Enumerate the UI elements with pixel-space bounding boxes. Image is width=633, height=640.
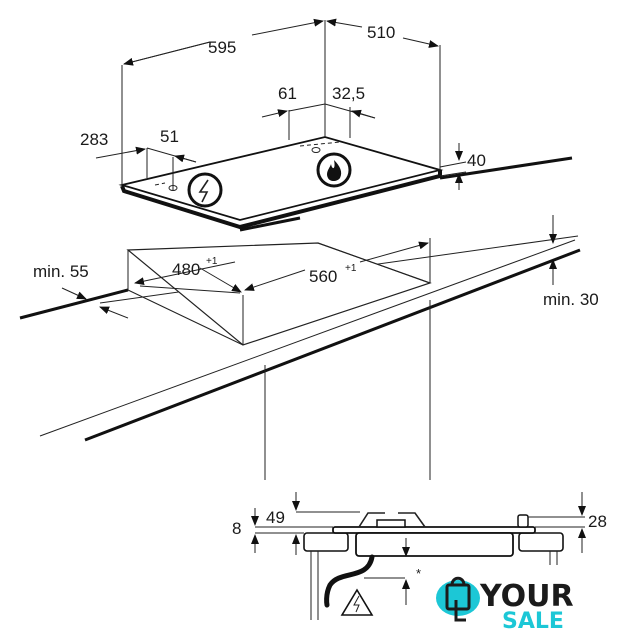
depth-label: 510 xyxy=(367,23,395,42)
pan-support-height-label: 49 xyxy=(266,508,285,527)
logo-sale: SALE xyxy=(502,609,564,634)
elec-offset-right-label: 51 xyxy=(160,127,179,146)
side-thickness-label: 8 xyxy=(232,519,241,538)
cutout-width-tol: +1 xyxy=(345,263,357,274)
width-label: 595 xyxy=(208,38,236,57)
clearance-note: * xyxy=(416,566,421,581)
electric-hazard-icon xyxy=(340,588,374,616)
hob-plate xyxy=(118,20,444,230)
gas-offset-left-label: 61 xyxy=(278,84,297,103)
cutout-width-label: 560 xyxy=(309,267,337,286)
gas-offset-right-label: 32,5 xyxy=(332,84,365,103)
yoursale-logo: YOUR SALE xyxy=(436,576,574,634)
elec-offset-left-label: 283 xyxy=(80,130,108,149)
hob-cross-section xyxy=(303,512,564,620)
hob-height-label: 40 xyxy=(467,151,486,170)
cutout-depth-label: 480 xyxy=(172,260,200,279)
logo-your: YOUR xyxy=(479,579,574,614)
electric-connection-icon xyxy=(187,172,223,208)
gas-flame-icon xyxy=(316,152,352,188)
worktop xyxy=(19,156,581,480)
min-back-label: min. 30 xyxy=(543,290,599,309)
cutout-depth-tol: +1 xyxy=(206,256,218,267)
min-front-label: min. 55 xyxy=(33,262,89,281)
knob-height-label: 28 xyxy=(588,512,607,531)
